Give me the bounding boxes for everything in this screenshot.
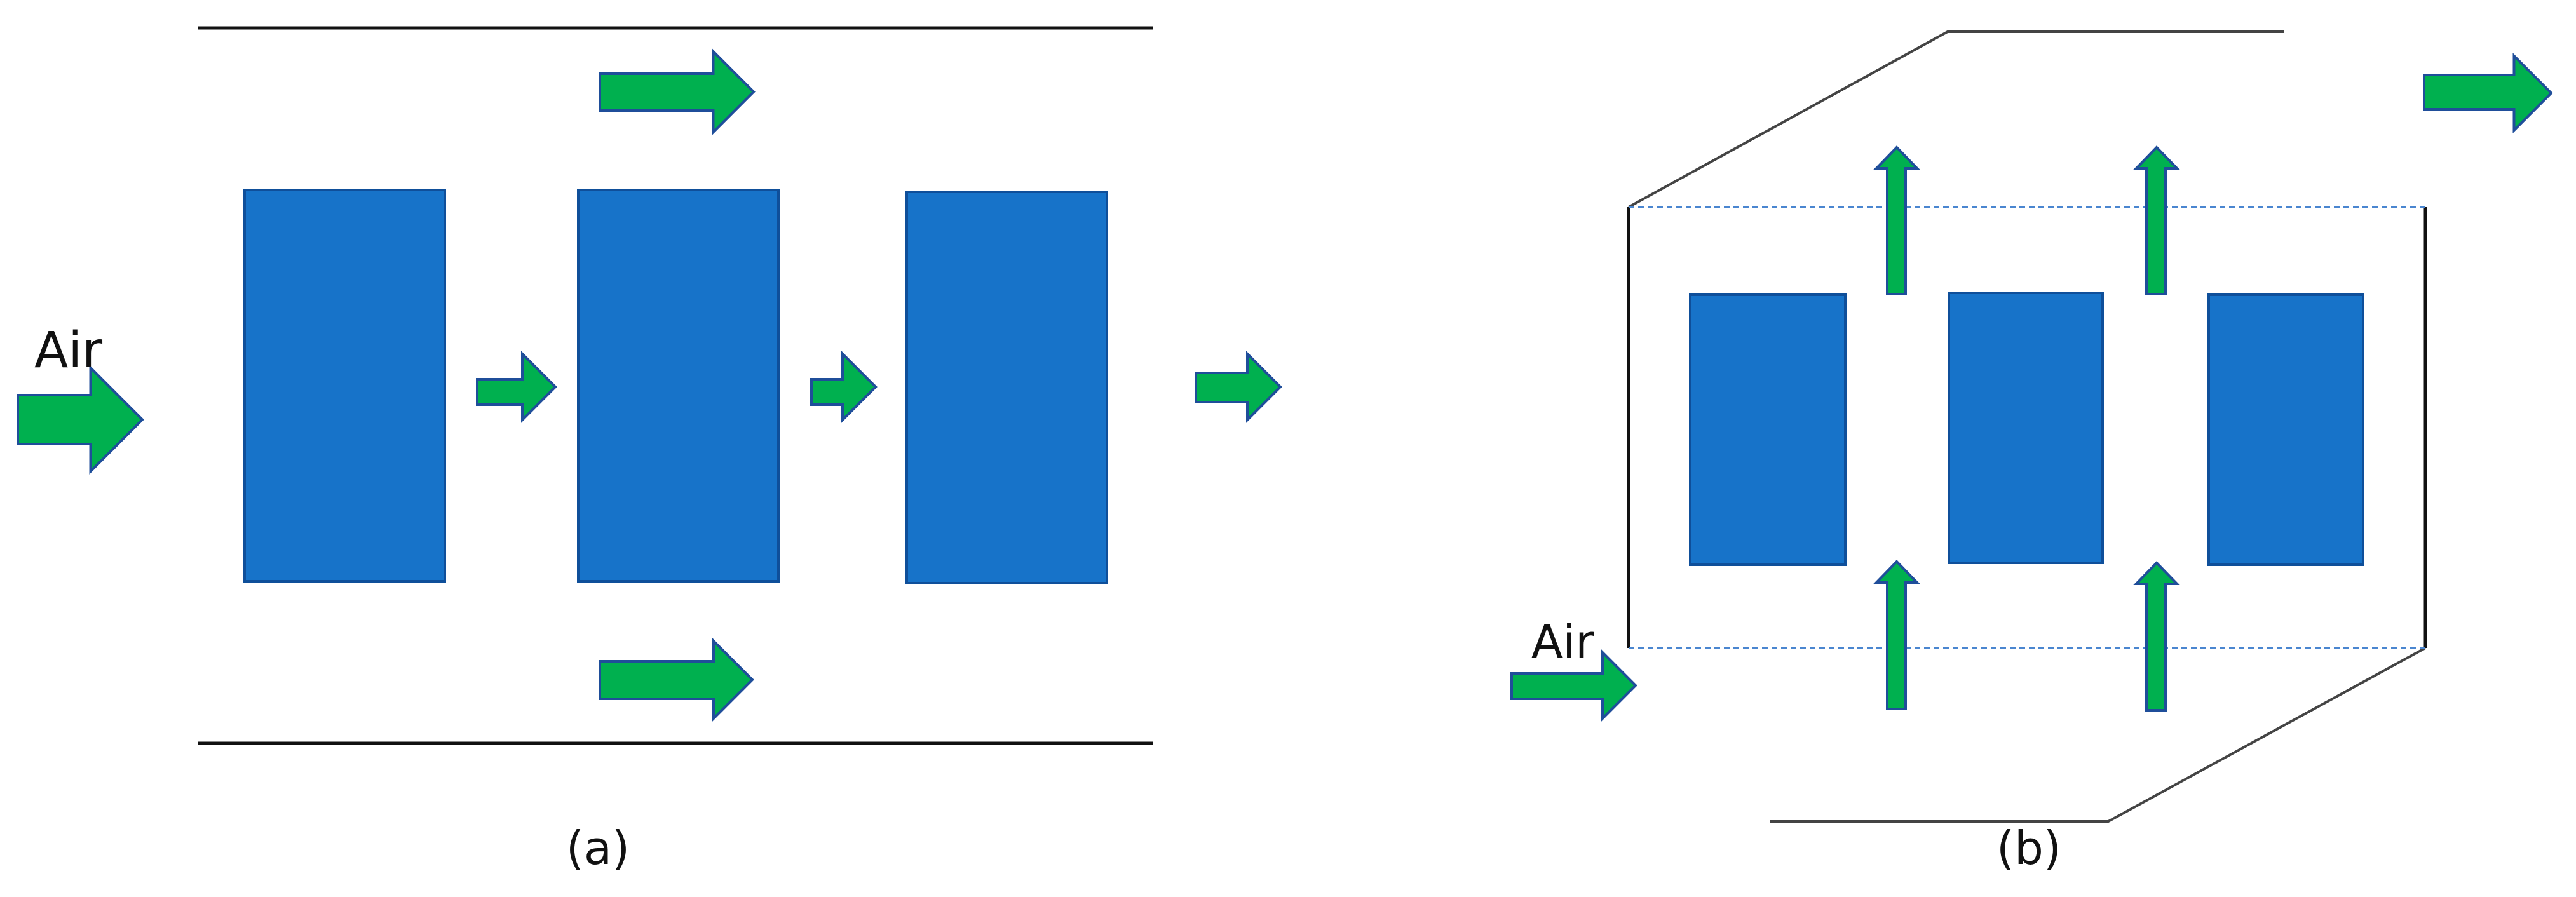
block-3: [905, 191, 1108, 584]
casing-top-wall: [1628, 30, 2284, 208]
air-inlet-arrow: [17, 365, 144, 475]
air-outlet-arrow: [2423, 53, 2553, 133]
air-label-a: Air: [34, 322, 103, 379]
upflow-arrow-bottom-1: [1873, 560, 1920, 710]
block-1: [243, 189, 446, 583]
air-label-b: Air: [1531, 615, 1594, 668]
caption-a: (a): [566, 821, 630, 875]
bypass-arrow-top: [599, 48, 756, 135]
casing-bottom-wall: [1770, 647, 2426, 823]
upflow-arrow-top-2: [2133, 145, 2180, 295]
upflow-arrow-bottom-2: [2133, 561, 2180, 712]
flow-arrow-gap-1: [476, 351, 557, 423]
upflow-arrow-top-1: [1873, 145, 1920, 295]
flow-arrow-outlet: [1195, 351, 1282, 423]
block-1: [1689, 293, 1847, 566]
panel-a: Air (a): [17, 26, 1282, 875]
bypass-arrow-bottom: [599, 638, 754, 722]
panel-b: Air (b): [1510, 30, 2553, 875]
caption-b: (b): [1996, 821, 2061, 875]
flow-arrow-gap-2: [810, 351, 878, 423]
block-2: [1948, 292, 2104, 564]
air-inlet-arrow: [1510, 649, 1637, 722]
block-3: [2207, 293, 2364, 566]
block-2: [577, 189, 780, 583]
